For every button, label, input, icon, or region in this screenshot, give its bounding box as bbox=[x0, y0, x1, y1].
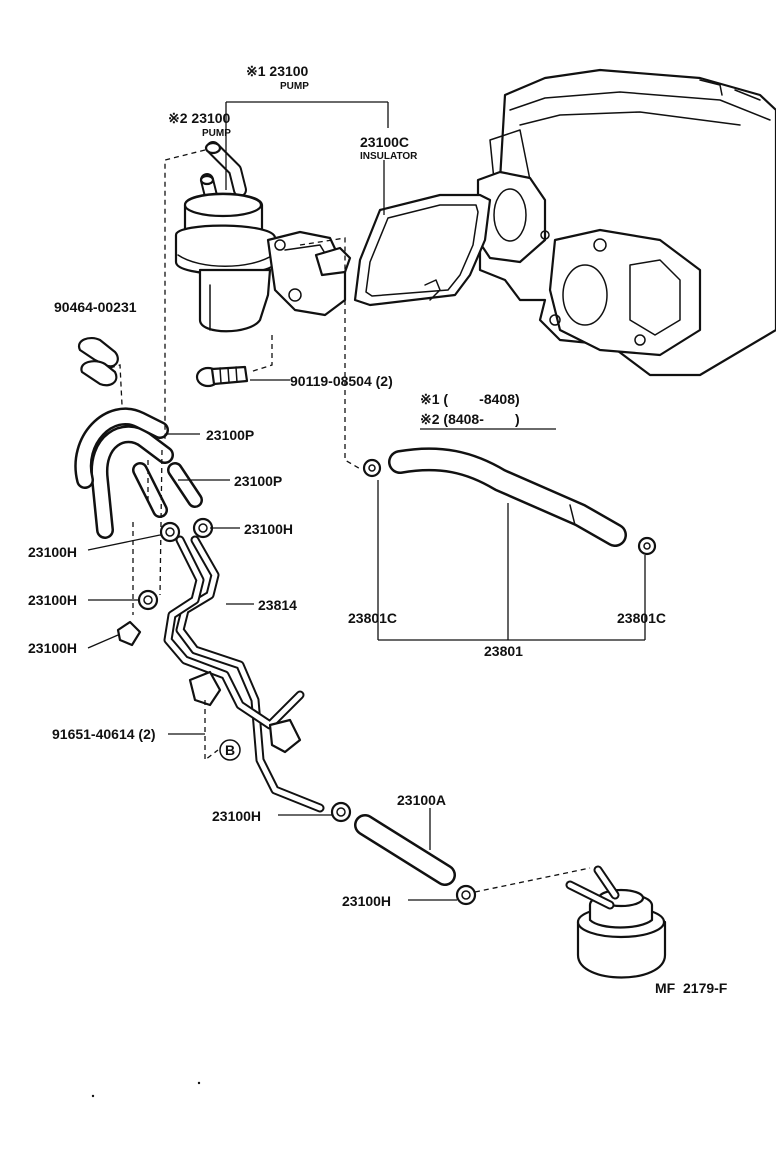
leader-lines bbox=[87, 101, 646, 901]
insulator-code-label: 23100C bbox=[360, 134, 409, 150]
hose-23801-drawing bbox=[388, 447, 627, 547]
fuel-pump-drawing bbox=[174, 141, 352, 333]
hose-23100a-drawing bbox=[354, 814, 456, 886]
hose-p1-label: 23100P bbox=[206, 427, 254, 443]
engine-block-drawing bbox=[476, 68, 776, 377]
bolt-part-label: 90119-08504 (2) bbox=[290, 373, 393, 389]
part-labels: ※1 23100 PUMP ※2 23100 PUMP 23100C INSUL… bbox=[28, 63, 728, 996]
clamp-h-lower1-label: 23100H bbox=[212, 808, 261, 824]
clamp-h-left1-label: 23100H bbox=[28, 544, 77, 560]
pump1-code-label: ※1 23100 bbox=[246, 63, 309, 79]
hose-p2-label: 23100P bbox=[234, 473, 282, 489]
figure-code-label: MF 2179-F bbox=[655, 980, 728, 996]
pump1-name-label: PUMP bbox=[280, 81, 309, 92]
hose-assy-label: 23801 bbox=[484, 643, 523, 659]
clamp-drawings bbox=[116, 458, 657, 906]
clamp-h-left3-label: 23100H bbox=[28, 640, 77, 656]
clamp-h-right-label: 23100H bbox=[244, 521, 293, 537]
screw-part-label: 91651-40614 (2) bbox=[52, 726, 156, 742]
clamp-h-left2-label: 23100H bbox=[28, 592, 77, 608]
clamp-c-right-label: 23801C bbox=[617, 610, 666, 626]
clip-part-label: 90464-00231 bbox=[54, 299, 137, 315]
fuel-pipe-drawing bbox=[163, 535, 325, 813]
fuel-filter-drawing bbox=[565, 865, 667, 979]
note2-label: ※2 (8408- ) bbox=[420, 411, 520, 427]
pump2-name-label: PUMP bbox=[202, 128, 231, 139]
insulator-name-label: INSULATOR bbox=[360, 151, 418, 162]
bolt-drawing bbox=[195, 365, 249, 388]
scan-specks bbox=[91, 1081, 201, 1098]
note1-label: ※1 ( -8408) bbox=[420, 391, 520, 407]
fuel-hose-drawing bbox=[74, 407, 203, 539]
pipe-part-label: 23814 bbox=[258, 597, 297, 613]
clamp-c-left-label: 23801C bbox=[348, 610, 397, 626]
insulator-gasket-drawing bbox=[353, 193, 492, 307]
clamp-h-lower2-label: 23100H bbox=[342, 893, 391, 909]
pump2-code-label: ※2 23100 bbox=[168, 110, 231, 126]
hose-a-label: 23100A bbox=[397, 792, 446, 808]
reference-b-label: B bbox=[225, 742, 235, 758]
clip-drawing bbox=[77, 336, 119, 387]
reference-b-marker: B bbox=[219, 739, 241, 761]
